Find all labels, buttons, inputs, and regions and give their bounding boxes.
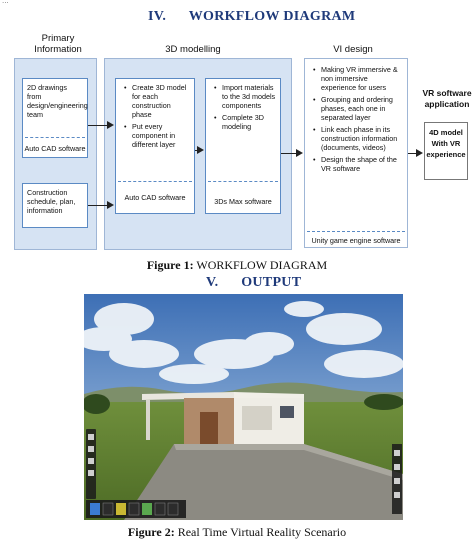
column-header-3d-modelling: 3D modelling	[165, 44, 221, 55]
arrow-vi-to-vr	[408, 149, 423, 157]
arrow-2d-to-autocad	[88, 121, 114, 129]
box-construction-schedule-text: Construction schedule, plan, information	[27, 188, 76, 215]
figure1-caption-label: Figure 1:	[146, 258, 194, 272]
column-header-vi-design: VI design	[333, 44, 373, 55]
box-2d-drawings-text: 2D drawings from design/engineering team	[27, 83, 88, 119]
box-autocad-software: Auto CAD software	[124, 193, 186, 202]
section-title-workflow: IV. WORKFLOW DIAGRAM	[148, 9, 356, 24]
box-3ds-max-software: 3Ds Max software	[214, 197, 272, 206]
vi-item: Design the shape of the VR software	[313, 155, 403, 173]
box-3ds-max-modelling: Import materials to the 3d models compon…	[205, 78, 281, 214]
figure2-caption-label: Figure 2:	[127, 525, 175, 539]
box-autocad-modelling: Create 3D model for each construction ph…	[115, 78, 195, 214]
arrow-autocad-to-3ds	[195, 146, 204, 154]
vi-item: Grouping and ordering phases, each one i…	[313, 95, 403, 122]
3ds-item: Import materials to the 3d models compon…	[214, 83, 277, 110]
autocad-item: Put every component in different layer	[124, 122, 191, 149]
divider	[208, 181, 278, 182]
divider	[25, 137, 85, 138]
box-2d-drawings-software: Auto CAD software	[24, 144, 86, 153]
box-construction-schedule: Construction schedule, plan, information	[22, 183, 88, 228]
divider	[307, 231, 405, 232]
box-2d-drawings: 2D drawings from design/engineering team…	[22, 78, 88, 158]
column-header-primary: Primary Information	[34, 33, 82, 55]
section-title-output: V. OUTPUT	[206, 275, 302, 290]
box-vi-software: Unity game engine software	[311, 236, 401, 245]
box-vi-design: Making VR immersive & non immersive expe…	[304, 58, 408, 248]
autocad-item: Create 3D model for each construction ph…	[124, 83, 191, 119]
vi-item: Link each phase in its construction info…	[313, 125, 403, 152]
figure1-caption-text: WORKFLOW DIAGRAM	[193, 258, 328, 272]
divider	[118, 181, 192, 182]
arrow-schedule-to-autocad	[88, 201, 114, 209]
header-mark: ...	[2, 0, 9, 5]
workflow-diagram: Primary Information 3D modelling VI desi…	[0, 0, 474, 260]
box-vr-4d-model: 4D model With VR experience	[424, 122, 468, 180]
3ds-item: Complete 3D modeling	[214, 113, 277, 131]
column-header-vr-software: VR software application	[422, 88, 472, 109]
arrow-3dmodelling-to-vi	[281, 149, 303, 157]
figure2-caption: Figure 2: Real Time Virtual Reality Scen…	[0, 525, 474, 540]
vr-scene-drawing	[84, 294, 403, 520]
vr-scene-image	[84, 294, 403, 520]
vi-item: Making VR immersive & non immersive expe…	[313, 65, 403, 92]
figure2-caption-text: Real Time Virtual Reality Scenario	[174, 525, 347, 539]
figure1-caption: Figure 1: WORKFLOW DIAGRAM	[0, 258, 474, 273]
